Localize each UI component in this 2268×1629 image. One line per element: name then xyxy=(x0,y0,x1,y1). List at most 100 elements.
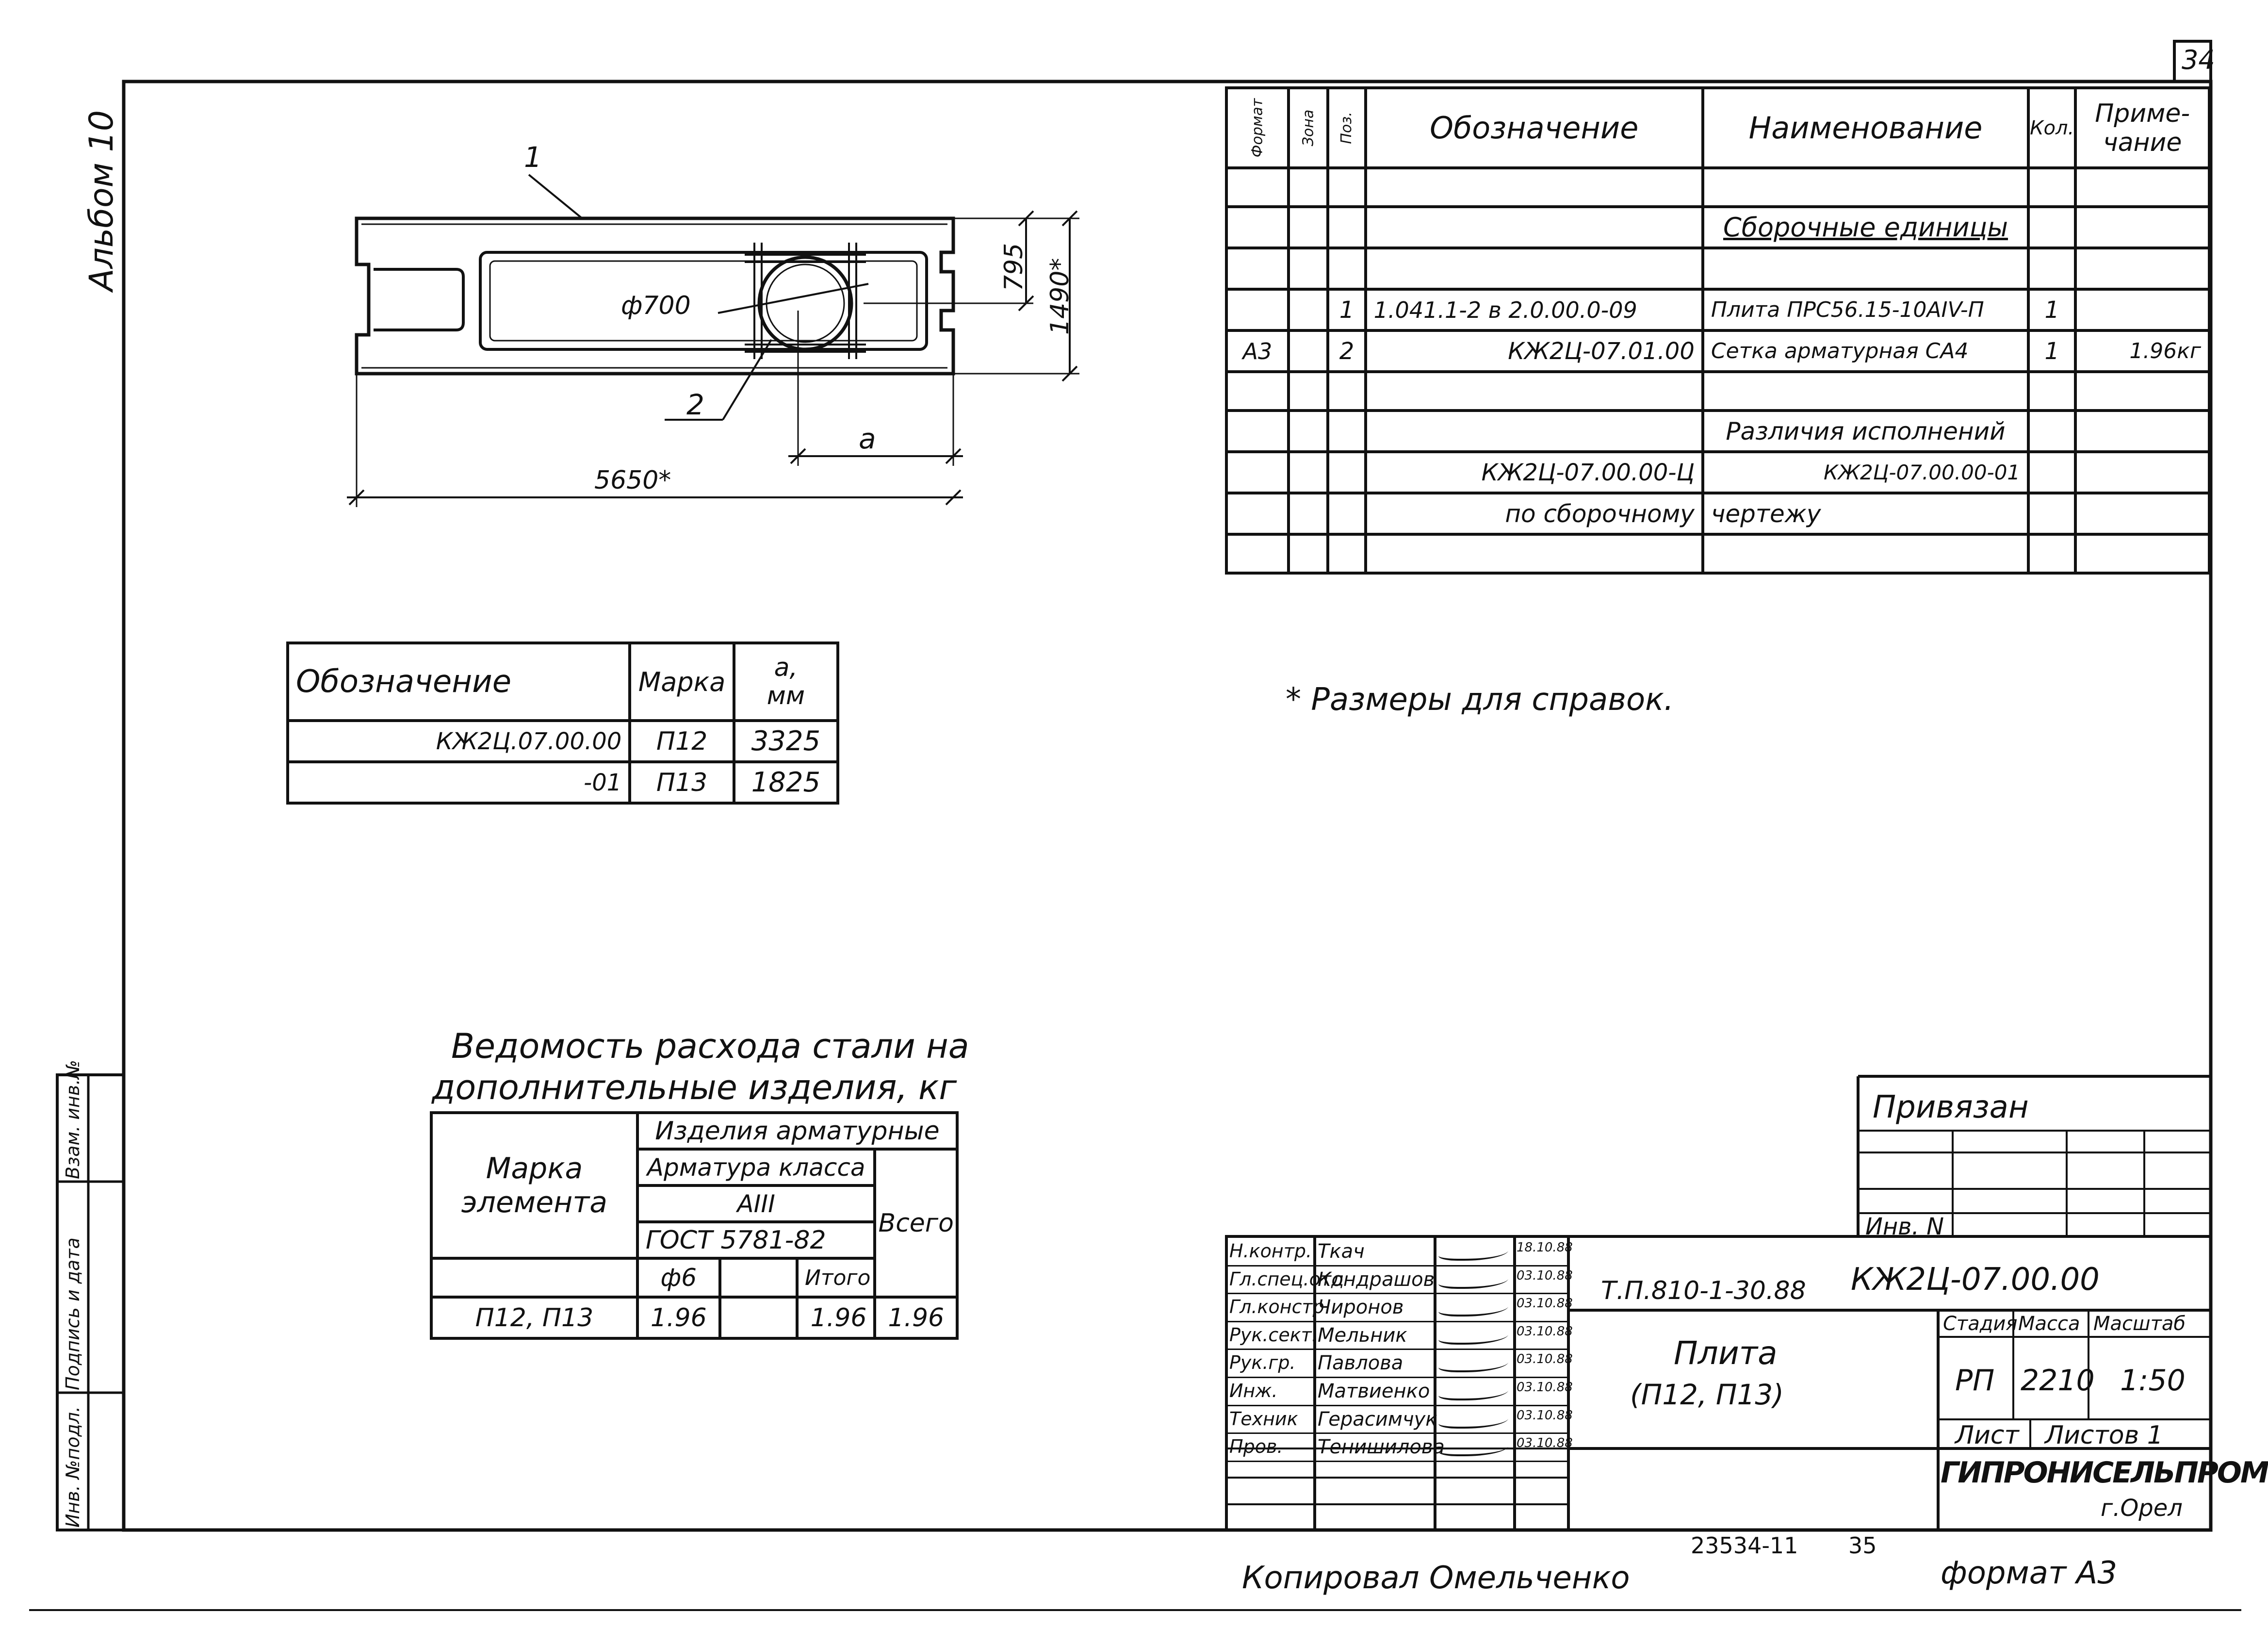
role-person: Павлова xyxy=(1318,1352,1403,1375)
signature-scribble xyxy=(1436,1272,1511,1289)
signature-scribble xyxy=(1436,1383,1511,1400)
drawing-title-2: (П12, П13) xyxy=(1630,1378,1784,1411)
stage-value: РП xyxy=(1955,1364,1995,1398)
marks-row-designation: КЖ2Ц.07.00.00 xyxy=(286,719,632,763)
signature-scribble xyxy=(1436,1440,1511,1457)
spec-variant-a: КЖ2Ц-07.00.00-Ц xyxy=(1364,450,1704,494)
spec-variant-line-a: по сборочному xyxy=(1364,492,1704,536)
title-block-lines xyxy=(1225,1075,2212,1531)
project-code: Т.П.810-1-30.88 xyxy=(1601,1276,1806,1305)
steel-d6: ф6 xyxy=(636,1257,721,1299)
signature-scribble xyxy=(1436,1244,1511,1261)
mass-header: Масса xyxy=(2018,1313,2080,1335)
leader-label-2: 2 xyxy=(686,388,704,421)
role-person: Чиронов xyxy=(1318,1296,1404,1319)
title-block-role-row: Инж. Матвиенко 03.10.88 xyxy=(1226,1378,1573,1406)
dim-795: 795 xyxy=(999,243,1028,291)
role-date: 03.10.88 xyxy=(1517,1324,1573,1339)
privyazan-title: Привязан xyxy=(1873,1089,2029,1125)
spec-section-title: Сборочные единицы xyxy=(1701,205,2030,249)
marks-row-a: 1825 xyxy=(732,760,840,805)
copied-by: Копировал Омельченко xyxy=(1242,1560,1630,1596)
page-number: 35 xyxy=(1848,1532,1877,1559)
spec-header-zone: Зона xyxy=(1300,109,1317,147)
spec-row-name: Плита ПРС56.15-10АIV-П xyxy=(1701,288,2030,332)
steel-title-1: Ведомость расхода стали на xyxy=(451,1026,969,1066)
stage-header: Стадия xyxy=(1943,1313,2018,1335)
diameter-label: ф700 xyxy=(621,291,691,320)
album-label: Альбом 10 xyxy=(82,110,121,291)
marks-header-mark: Марка xyxy=(628,642,735,722)
spec-header-name: Наименование xyxy=(1701,86,2030,169)
stamp-replace-label: Взам. инв.№ xyxy=(62,1060,83,1179)
table-row: -01 П13 1825 xyxy=(286,760,840,805)
steel-mark-1: Марка xyxy=(486,1152,583,1185)
role-label: Гл.констр xyxy=(1229,1296,1324,1318)
role-label: Рук.гр. xyxy=(1229,1352,1296,1374)
steel-gost: ГОСТ 5781-82 xyxy=(636,1220,877,1260)
role-date: 03.10.88 xyxy=(1517,1352,1573,1367)
marks-row-mark: П12 xyxy=(628,719,735,763)
steel-products: Изделия арматурные xyxy=(636,1111,959,1151)
role-label: Пров. xyxy=(1229,1436,1283,1458)
marks-row-designation: -01 xyxy=(286,760,632,805)
role-date: 03.10.88 xyxy=(1517,1380,1573,1395)
steel-class: Арматура класса xyxy=(636,1148,877,1187)
spec-variant-b: КЖ2Ц-07.00.00-01 xyxy=(1701,450,2030,494)
dim-1490: 1490* xyxy=(1045,258,1075,335)
role-date: 18.10.88 xyxy=(1517,1240,1573,1255)
spec-row-format: А3 xyxy=(1225,329,1290,373)
role-label: Инж. xyxy=(1229,1380,1278,1401)
role-person: Матвиенко xyxy=(1318,1380,1430,1402)
scale-header: Масштаб xyxy=(2093,1313,2186,1335)
table-row: П12, П13 1.96 1.96 1.96 xyxy=(430,1296,959,1340)
dim-a: а xyxy=(859,422,876,455)
privyazan-inv: Инв. N xyxy=(1865,1213,1944,1240)
spec-header-qty: Кол. xyxy=(2027,86,2077,169)
title-block-role-row: Рук.гр. Павлова 03.10.88 xyxy=(1226,1350,1573,1378)
spec-row-note xyxy=(2074,288,2211,332)
spec-row-designation: 1.041.1-2 в 2.0.00.0-09 xyxy=(1364,288,1704,332)
spec-variant-title: Различия исполнений xyxy=(1701,409,2030,453)
sheets-header: Листов 1 xyxy=(2045,1421,2163,1450)
spec-row-name: Сетка арматурная СА4 xyxy=(1701,329,2030,373)
marks-header-a-2: мм xyxy=(767,681,805,710)
role-person: Герасимчук xyxy=(1318,1408,1437,1431)
slab-plan-drawing xyxy=(347,174,1079,507)
doc-code: КЖ2Ц-07.00.00 xyxy=(1851,1262,2100,1298)
steel-total-header: Всего xyxy=(873,1148,959,1299)
role-label: Гл.спец.отд xyxy=(1229,1268,1344,1290)
marks-header-designation: Обозначение xyxy=(286,642,632,722)
sheet-number: 34 xyxy=(2182,45,2215,75)
sheet-header: Лист xyxy=(1955,1421,2019,1450)
steel-itogo: Итого xyxy=(796,1257,877,1299)
marks-row-mark: П13 xyxy=(628,760,735,805)
role-label: Техник xyxy=(1229,1408,1298,1430)
signature-scribble xyxy=(1436,1412,1511,1429)
spec-row-note: 1.96кг xyxy=(2074,329,2211,373)
role-person: Мельник xyxy=(1318,1324,1407,1347)
dim-5650: 5650* xyxy=(594,466,671,495)
leader-label-1: 1 xyxy=(524,141,542,174)
stamp-inv-label: Инв. №подл. xyxy=(62,1406,83,1528)
specification-table: Формат Зона Поз. Обозначение Наименовани… xyxy=(1225,86,2211,575)
steel-row-blank xyxy=(718,1296,799,1340)
spec-header-pos: Поз. xyxy=(1338,112,1355,144)
spec-row-pos: 1 xyxy=(1326,288,1367,332)
marks-table: Обозначение Марка а,мм КЖ2Ц.07.00.00 П12… xyxy=(286,642,840,805)
reference-note: * Размеры для справок. xyxy=(1286,682,1674,718)
inventory-number: 23534-11 xyxy=(1691,1532,1798,1559)
spec-row-qty: 1 xyxy=(2027,288,2077,332)
table-row: КЖ2Ц.07.00.00 П12 3325 xyxy=(286,719,840,763)
spec-header-note-1: Приме- xyxy=(2095,99,2190,128)
steel-row-mark: П12, П13 xyxy=(430,1296,639,1340)
signature-scribble xyxy=(1436,1328,1511,1345)
spec-row-format xyxy=(1225,288,1290,332)
steel-mark-2: элемента xyxy=(461,1185,608,1219)
role-person: Тенишилова xyxy=(1318,1436,1445,1459)
